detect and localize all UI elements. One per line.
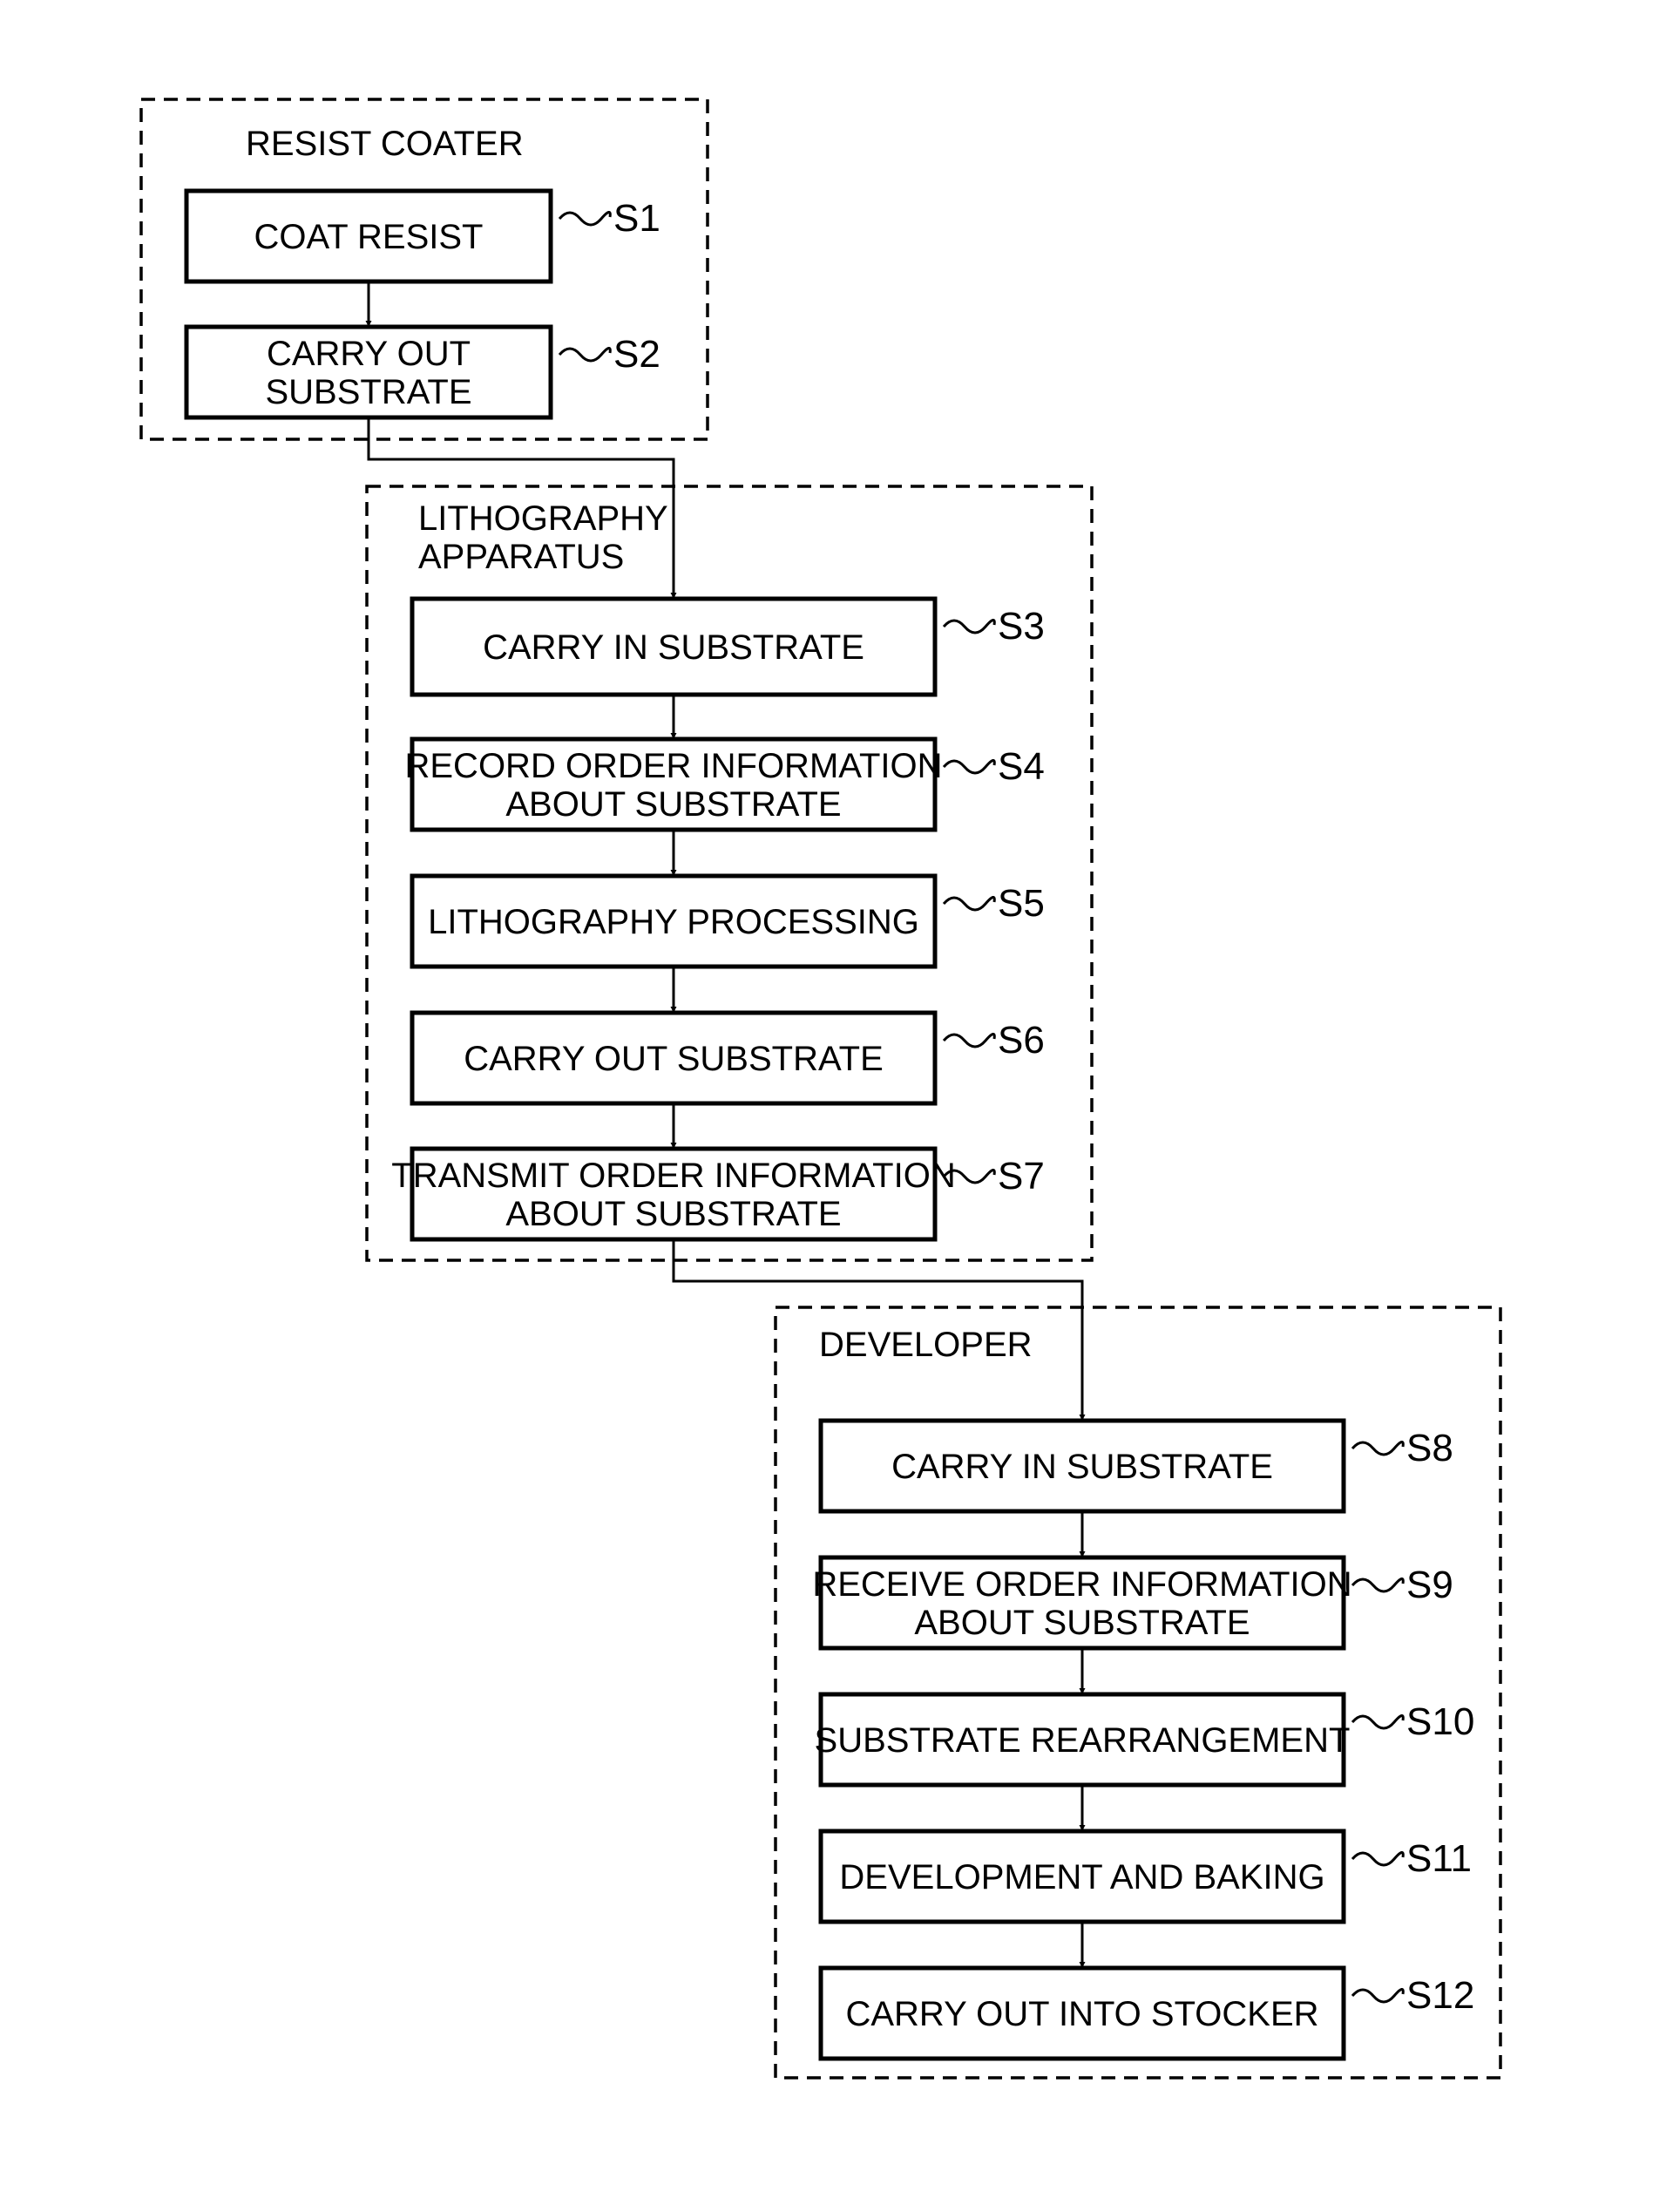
step-label: S5 (998, 882, 1045, 925)
step-label: S8 (1406, 1427, 1453, 1469)
step-s7: TRANSMIT ORDER INFORMATIONABOUT SUBSTRAT… (391, 1149, 1045, 1239)
step-text: RECORD ORDER INFORMATION (404, 747, 942, 785)
group-title: DEVELOPER (819, 1326, 1033, 1364)
step-label: S11 (1406, 1837, 1472, 1880)
step-s11: DEVELOPMENT AND BAKING S11 (821, 1831, 1472, 1922)
leader-tilde (1352, 1715, 1403, 1728)
group-title: RESIST COATER (246, 125, 524, 163)
leader-tilde (1352, 1578, 1403, 1591)
leader-tilde (1352, 1989, 1403, 2002)
step-label: S12 (1406, 1974, 1474, 2017)
step-text: SUBSTRATE (265, 373, 471, 411)
leader-tilde (944, 760, 994, 773)
step-text: ABOUT SUBSTRATE (914, 1604, 1250, 1642)
leader-tilde (559, 348, 610, 361)
step-text: ABOUT SUBSTRATE (505, 1195, 841, 1233)
step-label: S7 (998, 1155, 1045, 1198)
step-text: CARRY OUT INTO STOCKER (845, 1995, 1318, 2033)
step-text: TRANSMIT ORDER INFORMATION (391, 1157, 955, 1195)
step-label: S2 (613, 333, 660, 376)
step-label: S4 (998, 745, 1045, 788)
step-s5: LITHOGRAPHY PROCESSING S5 (412, 876, 1045, 967)
step-text: CARRY IN SUBSTRATE (891, 1448, 1273, 1486)
step-s9: RECEIVE ORDER INFORMATIONABOUT SUBSTRATE… (812, 1557, 1453, 1648)
group-title: APPARATUS (418, 538, 624, 576)
leader-tilde (1352, 1852, 1403, 1865)
leader-tilde (944, 620, 994, 633)
step-label: S6 (998, 1019, 1045, 1062)
step-text: ABOUT SUBSTRATE (505, 785, 841, 824)
step-text: DEVELOPMENT AND BAKING (839, 1858, 1324, 1896)
step-s1: COAT RESIST S1 (186, 191, 660, 282)
step-text: LITHOGRAPHY PROCESSING (428, 903, 919, 941)
step-label: S10 (1406, 1700, 1474, 1743)
step-s12: CARRY OUT INTO STOCKER S12 (821, 1968, 1474, 2059)
step-text: CARRY OUT (267, 335, 471, 373)
step-s8: CARRY IN SUBSTRATE S8 (821, 1421, 1453, 1511)
step-label: S1 (613, 197, 660, 240)
step-s4: RECORD ORDER INFORMATIONABOUT SUBSTRATE S… (404, 739, 1044, 830)
step-text: CARRY IN SUBSTRATE (483, 628, 864, 667)
leader-tilde (944, 1034, 994, 1047)
step-label: S3 (998, 605, 1045, 648)
step-text: RECEIVE ORDER INFORMATION (812, 1565, 1351, 1604)
step-text: CARRY OUT SUBSTRATE (464, 1040, 884, 1078)
step-s3: CARRY IN SUBSTRATE S3 (412, 599, 1045, 695)
leader-tilde (1352, 1442, 1403, 1455)
step-s6: CARRY OUT SUBSTRATE S6 (412, 1013, 1045, 1103)
group-title: LITHOGRAPHY (418, 499, 668, 538)
step-text: SUBSTRATE REARRANGEMENT (815, 1721, 1351, 1760)
step-s2: CARRY OUTSUBSTRATE S2 (186, 327, 660, 417)
step-label: S9 (1406, 1564, 1453, 1606)
leader-tilde (559, 212, 610, 225)
step-text: COAT RESIST (254, 218, 483, 256)
leader-tilde (944, 897, 994, 910)
step-s10: SUBSTRATE REARRANGEMENT S10 (815, 1694, 1475, 1785)
